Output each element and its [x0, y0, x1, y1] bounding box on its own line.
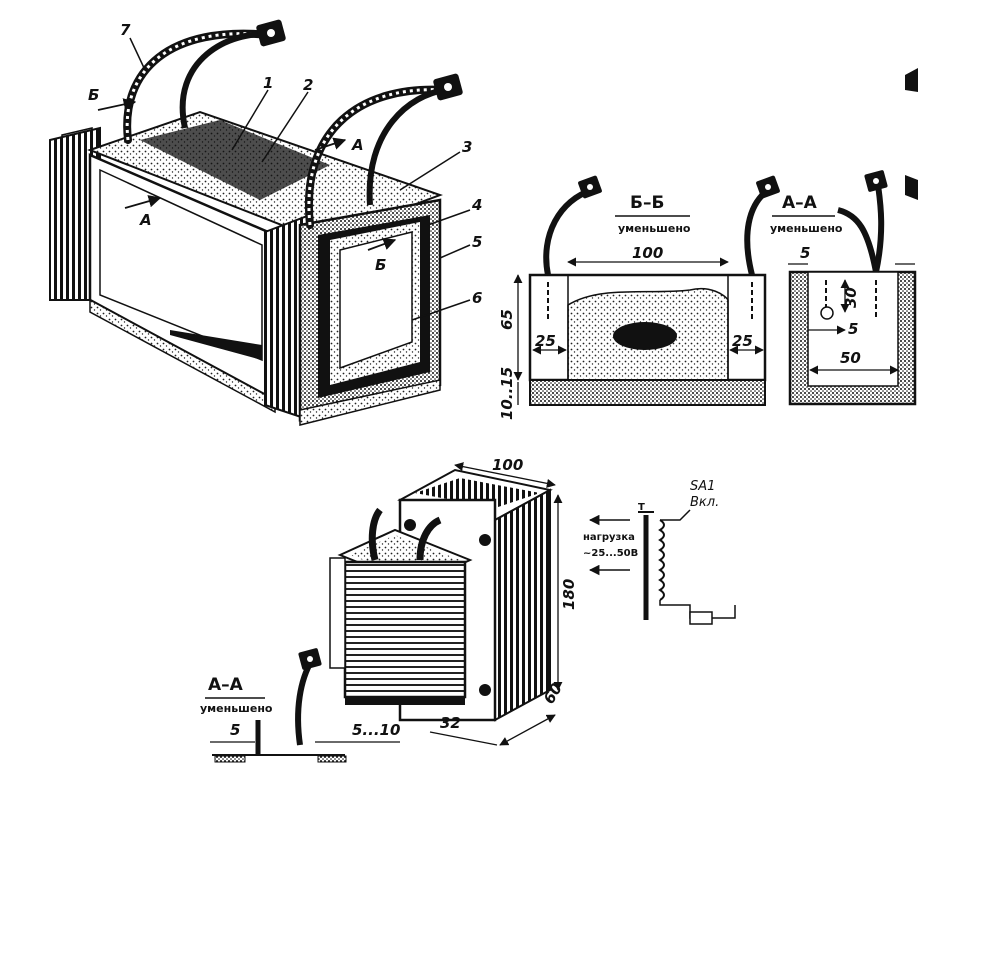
section-arrow-a-label-front: А [139, 211, 152, 229]
transformer-coil [343, 560, 467, 699]
transformer-winding-symbol [658, 519, 665, 601]
section-bb-subtitle: уменьшено [618, 222, 691, 235]
load-voltage: ~25...50В [583, 548, 638, 559]
transformer-dim-bottom: 32 [440, 714, 461, 732]
aa-dim-width: 50 [840, 349, 861, 367]
callout-4: 4 [471, 196, 482, 214]
switch-label: SA1 [690, 479, 715, 494]
transformer-illustration: 100 180 60 32 [329, 456, 578, 746]
bb-dim-left: 25 [535, 332, 556, 350]
section-arrow-a-label-top: А [351, 136, 364, 154]
aa-small-dim-right: 5...10 [352, 721, 400, 739]
workpiece-cavity [613, 322, 677, 350]
plate-window [339, 231, 413, 370]
section-aa-title: А–А [782, 193, 818, 213]
section-aa: А–А уменьшено 5 30 5 50 [770, 68, 918, 406]
callout-2: 2 [303, 76, 313, 94]
section-arrow-b-label: Б [88, 86, 99, 104]
aa-dim-depth: 30 [842, 287, 860, 308]
aa-dim-top: 5 [800, 244, 810, 262]
vessel-base [529, 379, 766, 406]
switch-symbol [689, 611, 713, 625]
callout-1: 1 [263, 74, 273, 92]
callout-5: 5 [472, 233, 482, 251]
section-aa-small-subtitle: уменьшено [200, 702, 273, 715]
callout-3: 3 [462, 138, 472, 156]
transformer-dim-top: 100 [492, 456, 523, 474]
callout-6: 6 [472, 289, 482, 307]
bb-dim-right: 25 [732, 332, 753, 350]
electrolytic-box-illustration: 1 2 3 4 5 6 7 Б А А Б [49, 19, 482, 426]
circuit-schematic: T SA1 Вкл. нагрузка ~25...50В [583, 479, 736, 625]
section-bb: Б–Б уменьшено 100 25 25 65 10..15 [498, 175, 780, 420]
switch-sublabel: Вкл. [690, 495, 719, 510]
bb-dim-height: 65 [498, 309, 516, 330]
callout-7: 7 [120, 21, 131, 39]
transformer-dim-height: 180 [560, 579, 578, 610]
section-aa-small-title: А–А [208, 675, 244, 695]
section-arrow-b-label-end: Б [375, 256, 386, 274]
bb-dim-width: 100 [632, 244, 663, 262]
section-aa-subtitle: уменьшено [770, 222, 843, 235]
aa-dim-hole: 5 [848, 320, 858, 338]
load-label: нагрузка [583, 532, 635, 543]
schematic-t-label: T [638, 502, 645, 513]
aa-small-dim-left: 5 [230, 721, 240, 739]
section-aa-small: А–А уменьшено 5 5...10 [200, 648, 400, 763]
section-bb-title: Б–Б [630, 193, 664, 213]
bb-dim-base: 10..15 [498, 367, 516, 420]
